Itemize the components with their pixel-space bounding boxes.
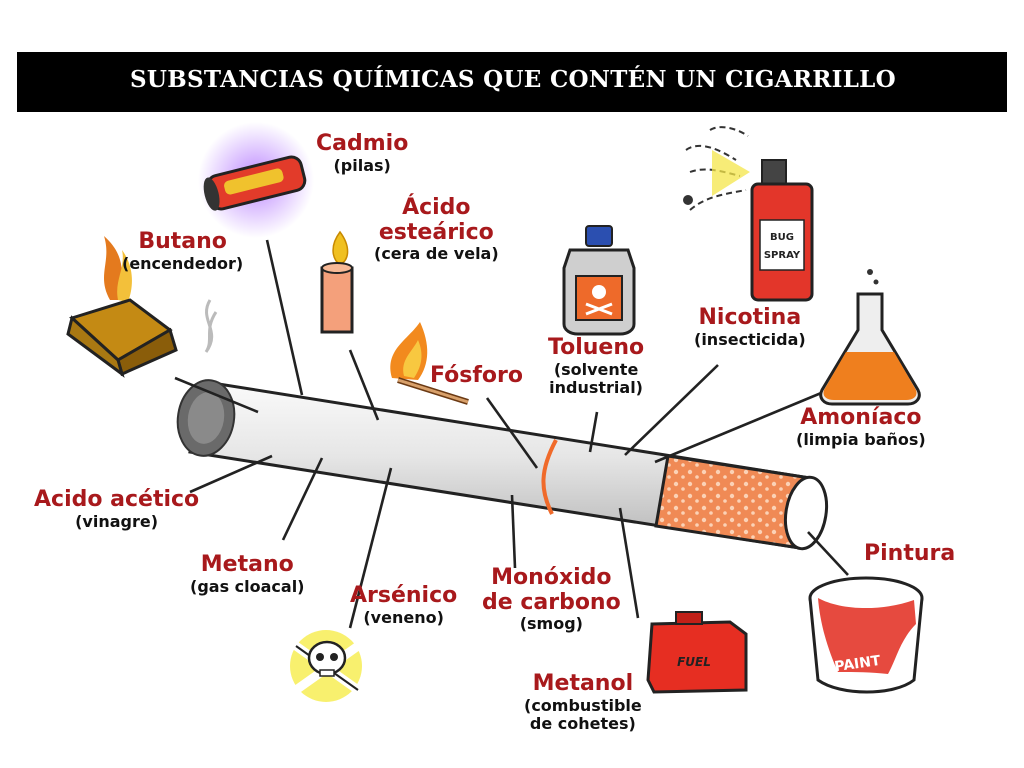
nicotina-name: Nicotina bbox=[698, 305, 802, 330]
metanol-desc-1: (combustible bbox=[524, 695, 642, 715]
amoniaco-name: Amoníaco bbox=[800, 405, 922, 430]
label-tolueno: Tolueno (solvente industrial) bbox=[548, 335, 645, 397]
amoniaco-desc: (limpia baños) bbox=[796, 429, 926, 449]
match-icon bbox=[390, 322, 469, 405]
monoxido-name-1: Monóxido bbox=[491, 565, 612, 590]
metanol-name: Metanol bbox=[532, 671, 634, 696]
nicotina-desc: (insecticida) bbox=[694, 329, 806, 349]
label-metano: Metano (gas cloacal) bbox=[190, 552, 305, 596]
tolueno-desc-2: industrial) bbox=[549, 377, 643, 397]
butano-name: Butano bbox=[138, 229, 227, 254]
paint-can-label: PAINT bbox=[833, 653, 882, 675]
spray-can-label-1: BUG bbox=[770, 232, 794, 243]
fosforo-name: Fósforo bbox=[430, 363, 523, 388]
label-pintura: Pintura bbox=[864, 541, 956, 567]
label-butano: Butano (encendedor) bbox=[122, 229, 244, 273]
bottle-poison-icon bbox=[562, 225, 636, 336]
arsenico-desc: (veneno) bbox=[363, 607, 444, 627]
label-acido-estearico: Ácido esteárico (cera de vela) bbox=[374, 195, 499, 264]
paint-can-icon: PAINT bbox=[808, 576, 924, 694]
metanol-desc-2: de cohetes) bbox=[529, 713, 636, 733]
label-amoniaco: Amoníaco (limpia baños) bbox=[796, 405, 926, 449]
metano-desc: (gas cloacal) bbox=[190, 576, 305, 596]
skull-crossbones-icon bbox=[290, 630, 363, 702]
monoxido-desc: (smog) bbox=[519, 614, 583, 634]
label-metanol: Metanol (combustible de cohetes) bbox=[524, 671, 642, 733]
cadmio-desc: (pilas) bbox=[333, 155, 391, 175]
acido-estearico-name-1: Ácido bbox=[402, 195, 471, 220]
arsenico-name: Arsénico bbox=[350, 583, 458, 608]
butano-desc: (encendedor) bbox=[122, 253, 244, 273]
label-fosforo: Fósforo bbox=[430, 363, 523, 389]
label-nicotina: Nicotina (insecticida) bbox=[694, 305, 806, 349]
tolueno-desc-1: (solvente bbox=[553, 359, 639, 379]
acido-acetico-name: Acido acético bbox=[34, 487, 200, 512]
tolueno-name: Tolueno bbox=[548, 335, 645, 360]
monoxido-name-2: de carbono bbox=[482, 589, 621, 615]
acido-estearico-desc: (cera de vela) bbox=[374, 244, 499, 264]
cadmio-name: Cadmio bbox=[316, 131, 409, 156]
battery-icon bbox=[198, 122, 314, 238]
label-cadmio: Cadmio (pilas) bbox=[316, 131, 409, 175]
spray-can-icon: BUG SPRAY bbox=[683, 126, 814, 302]
label-monoxido: Monóxido de carbono (smog) bbox=[482, 565, 621, 634]
title-bar: SUBSTANCIAS QUÍMICAS QUE CONTÉN UN CIGAR… bbox=[17, 52, 1007, 112]
fuel-can-label: FUEL bbox=[677, 655, 711, 669]
lighter-icon bbox=[66, 236, 218, 378]
metano-name: Metano bbox=[200, 552, 294, 577]
pintura-name: Pintura bbox=[864, 541, 956, 566]
page-title: SUBSTANCIAS QUÍMICAS QUE CONTÉN UN CIGAR… bbox=[130, 66, 896, 93]
spray-can-label-2: SPRAY bbox=[764, 250, 801, 261]
cigarette-icon bbox=[176, 379, 829, 551]
label-arsenico: Arsénico (veneno) bbox=[350, 583, 458, 627]
fuel-can-icon: FUEL bbox=[646, 611, 748, 694]
pointer-lines bbox=[174, 239, 849, 629]
acido-acetico-desc: (vinagre) bbox=[75, 511, 159, 531]
candle-icon bbox=[320, 230, 354, 334]
label-acido-acetico: Acido acético (vinagre) bbox=[34, 487, 200, 531]
flask-icon bbox=[819, 269, 921, 406]
acido-estearico-name-2: esteárico bbox=[378, 219, 494, 245]
